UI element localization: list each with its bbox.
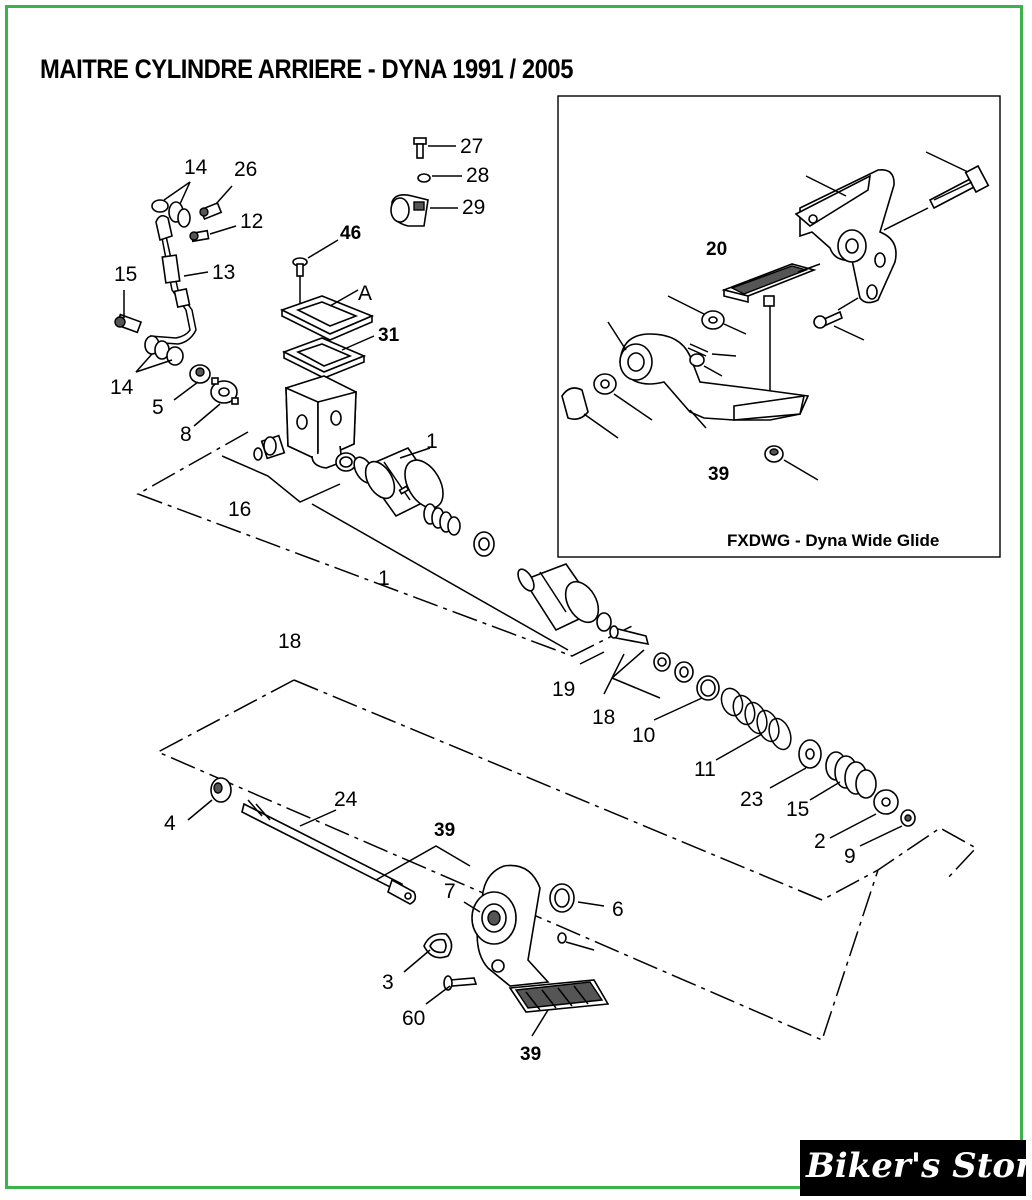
label-18-left: 18 xyxy=(278,630,301,653)
clamp-29 xyxy=(390,194,429,227)
nut-4 xyxy=(210,777,232,803)
label-28: 28 xyxy=(466,164,489,187)
label-24: 24 xyxy=(334,788,358,811)
bolt-12 xyxy=(189,229,210,243)
ring xyxy=(596,612,612,632)
label-11: 11 xyxy=(694,758,716,781)
inset-cap xyxy=(561,387,589,420)
label-15-boot: 15 xyxy=(786,798,809,821)
inset-nut xyxy=(689,353,705,367)
nut-5 xyxy=(189,364,211,384)
label-6: 6 xyxy=(612,898,624,921)
inset-brake-lever-39 xyxy=(619,333,810,421)
label-23: 23 xyxy=(740,788,763,811)
label-29: 29 xyxy=(462,196,485,219)
label-3: 3 xyxy=(382,971,394,994)
piston-1 xyxy=(353,447,444,518)
cover-A xyxy=(279,295,375,341)
label-15-top: 15 xyxy=(114,263,137,286)
inset-screw xyxy=(813,310,843,329)
washer-28 xyxy=(417,173,431,183)
inset-label-39: 39 xyxy=(708,464,729,485)
screw-46 xyxy=(292,257,308,277)
bleed-valve-26 xyxy=(199,201,223,221)
leader-lines xyxy=(123,145,903,1037)
retainer-6 xyxy=(549,883,575,913)
store-logo xyxy=(800,1140,1026,1196)
brake-hose-13 xyxy=(149,199,197,345)
label-5: 5 xyxy=(152,396,164,419)
inset-label-20: 20 xyxy=(706,239,727,260)
inset-nut-bottom xyxy=(764,445,784,463)
label-12: 12 xyxy=(240,210,263,233)
piston-1-assembly xyxy=(517,563,600,632)
label-27: 27 xyxy=(460,135,483,158)
label-7: 7 xyxy=(444,880,456,903)
pin-60 xyxy=(443,975,478,991)
pushrod-19 xyxy=(609,625,650,646)
spring-small xyxy=(423,503,461,536)
label-26: 26 xyxy=(234,158,257,181)
gasket-31 xyxy=(281,337,367,379)
label-A: A xyxy=(358,282,372,305)
callout-labels: 27 28 29 14 26 12 13 15 14 46 A 31 5 8 1… xyxy=(110,135,856,1065)
diagram-border xyxy=(5,5,1023,1189)
label-8: 8 xyxy=(180,423,192,446)
inset-clip xyxy=(687,343,709,357)
group-outline-18 xyxy=(136,431,633,657)
spring-11 xyxy=(720,687,792,751)
label-39-top: 39 xyxy=(434,820,455,841)
label-18-right: 18 xyxy=(592,706,615,729)
label-1-top: 1 xyxy=(426,430,438,453)
label-13: 13 xyxy=(212,261,235,284)
fitting-16 xyxy=(253,434,286,461)
label-19: 19 xyxy=(552,678,575,701)
inset-pedal-pad-20 xyxy=(721,263,817,307)
inset-caption: FXDWG - Dyna Wide Glide xyxy=(727,531,940,550)
diagram-title: MAITRE CYLINDRE ARRIERE - DYNA 1991 / 20… xyxy=(40,54,573,84)
label-1-mid: 1 xyxy=(378,567,390,590)
inset-bolt xyxy=(928,164,990,210)
label-2: 2 xyxy=(814,830,826,853)
banjo-bolt-15 xyxy=(114,313,143,334)
label-14-bottom: 14 xyxy=(110,376,134,399)
label-60: 60 xyxy=(402,1007,425,1030)
screw-27 xyxy=(413,137,427,159)
label-39-bottom: 39 xyxy=(520,1044,541,1065)
label-10: 10 xyxy=(632,724,655,747)
label-4: 4 xyxy=(164,812,176,835)
label-9: 9 xyxy=(844,845,856,868)
pushrod-24 xyxy=(241,799,417,905)
label-16: 16 xyxy=(228,498,251,521)
master-cylinder-body xyxy=(285,375,357,469)
boot-15 xyxy=(825,751,877,799)
store-logo-text: Biker's Store xyxy=(806,1146,1032,1186)
cotter-pin xyxy=(557,932,595,951)
label-46: 46 xyxy=(340,223,361,244)
inset-bracket xyxy=(794,168,897,304)
label-31: 31 xyxy=(378,325,400,346)
brake-lever-39 xyxy=(471,864,610,1013)
clip-3 xyxy=(423,932,453,959)
inset-box xyxy=(557,95,1001,558)
label-14-top: 14 xyxy=(184,156,208,179)
lock-plate-8 xyxy=(210,377,239,405)
